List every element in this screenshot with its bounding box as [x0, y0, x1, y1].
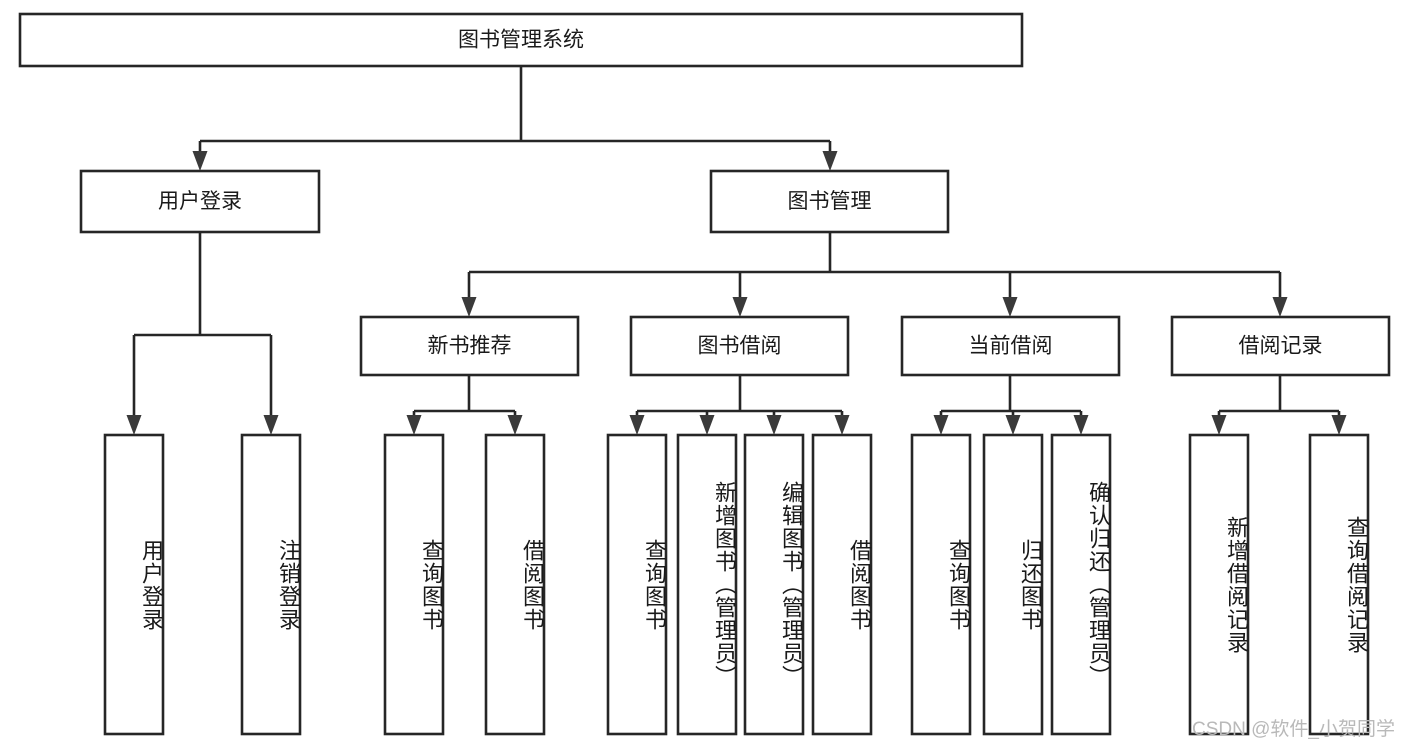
node-box-bookmgmt[interactable]	[709, 169, 950, 234]
arrow-head-icon	[1272, 297, 1288, 317]
node-box-leaf-10[interactable]	[982, 433, 1044, 736]
connectors-layer	[126, 66, 1347, 435]
node-box-login[interactable]	[79, 169, 321, 234]
node-box-leaf-7[interactable]	[743, 433, 805, 736]
arrow-head-icon	[766, 415, 782, 435]
arrow-head-icon	[629, 415, 645, 435]
node-box-leaf-5[interactable]	[606, 433, 668, 736]
connector-group-bus-records	[1211, 375, 1347, 435]
node-box-current[interactable]	[900, 315, 1121, 377]
arrow-head-icon	[263, 415, 279, 435]
node-box-leaf-12[interactable]	[1188, 433, 1250, 736]
node-label-current: 当前借阅	[969, 335, 1053, 358]
node-box-leaf-8[interactable]	[811, 433, 873, 736]
arrow-head-icon	[1073, 415, 1089, 435]
node-label-records: 借阅记录	[1239, 335, 1323, 358]
arrow-head-icon	[699, 415, 715, 435]
node-label-root: 图书管理系统	[458, 29, 584, 52]
node-box-newbook[interactable]	[359, 315, 580, 377]
connector-group-bus-borrow	[629, 375, 850, 435]
arrow-head-icon	[1005, 415, 1021, 435]
node-label-newbook: 新书推荐	[428, 335, 512, 358]
node-box-borrow[interactable]	[629, 315, 850, 377]
csdn-watermark: CSDN @软件_小贺同学	[1192, 719, 1395, 740]
node-label-borrow: 图书借阅	[698, 335, 782, 358]
connector-group-bus-newbook	[406, 375, 523, 435]
arrow-head-icon	[406, 415, 422, 435]
node-box-leaf-9[interactable]	[910, 433, 972, 736]
arrow-head-icon	[507, 415, 523, 435]
arrow-head-icon	[1211, 415, 1227, 435]
arrow-head-icon	[822, 151, 838, 171]
arrow-head-icon	[192, 151, 208, 171]
node-box-leaf-11[interactable]	[1050, 433, 1112, 736]
connector-group-bus-current	[933, 375, 1089, 435]
connector-group-bus-login	[126, 232, 279, 435]
node-box-records[interactable]	[1170, 315, 1391, 377]
arrow-head-icon	[834, 415, 850, 435]
node-box-leaf-4[interactable]	[484, 433, 546, 736]
node-label-bookmgmt: 图书管理	[788, 190, 872, 213]
node-box-root[interactable]	[18, 12, 1024, 68]
boxes-layer	[18, 12, 1391, 736]
arrow-head-icon	[933, 415, 949, 435]
arrow-head-icon	[1002, 297, 1018, 317]
arrow-head-icon	[1331, 415, 1347, 435]
node-box-leaf-6[interactable]	[676, 433, 738, 736]
arrow-head-icon	[126, 415, 142, 435]
arrow-head-icon	[461, 297, 477, 317]
connector-group-bus-bookmgmt	[461, 232, 1288, 317]
arrow-head-icon	[732, 297, 748, 317]
node-box-leaf-2[interactable]	[240, 433, 302, 736]
node-box-leaf-13[interactable]	[1308, 433, 1370, 736]
node-box-leaf-1[interactable]	[103, 433, 165, 736]
node-label-login: 用户登录	[158, 190, 242, 213]
node-box-leaf-3[interactable]	[383, 433, 445, 736]
connector-group-bus-root	[192, 66, 838, 171]
